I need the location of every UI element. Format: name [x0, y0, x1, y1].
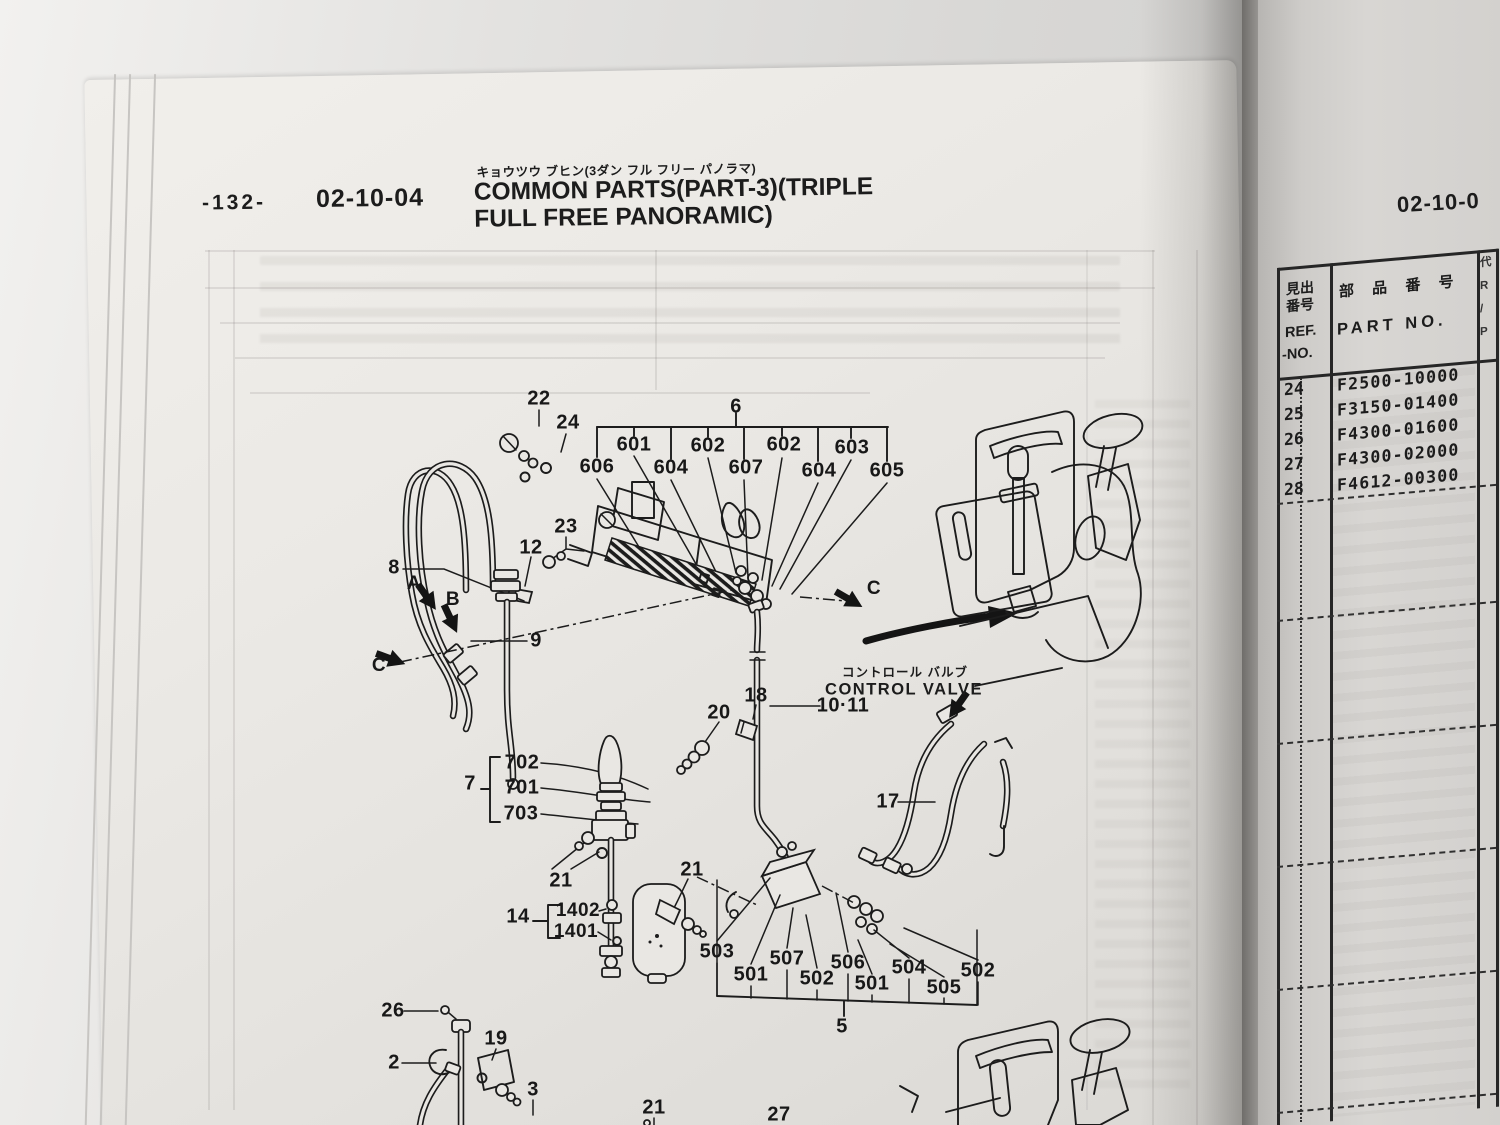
ref-no-cell: 25 — [1284, 403, 1304, 425]
col1-header-jp2: 番号 — [1286, 295, 1314, 315]
col1-header-en2: -NO. — [1282, 344, 1313, 364]
ref-no-cell: 26 — [1284, 428, 1304, 450]
book-spine — [1242, 0, 1258, 1125]
page-curl-shadow — [1140, 0, 1242, 1125]
col3-fragment: R — [1480, 279, 1489, 293]
col3-fragment: / — [1480, 302, 1484, 316]
table-border — [1496, 248, 1499, 1107]
col3-fragment: 代 — [1480, 256, 1492, 270]
ref-no-cell: 24 — [1284, 378, 1304, 400]
col3-fragment: P — [1480, 325, 1488, 339]
title-line2: FULL FREE PANORAMIC) — [474, 201, 773, 233]
ref-no-cell: 27 — [1284, 453, 1304, 475]
section-code: 02-10-04 — [315, 183, 425, 213]
title-line1: COMMON PARTS(PART-3)(TRIPLE — [473, 173, 874, 206]
col1-header-en1: REF. — [1285, 322, 1317, 342]
col2-header-en: PART NO. — [1337, 311, 1447, 339]
col2-header-jp: 部 品 番 号 — [1339, 272, 1461, 301]
right-page-section-code: 02-10-0 — [1396, 187, 1481, 218]
ref-no-cell: 28 — [1284, 478, 1304, 500]
right-page — [1258, 0, 1500, 1125]
page-number: -132- — [201, 190, 267, 215]
